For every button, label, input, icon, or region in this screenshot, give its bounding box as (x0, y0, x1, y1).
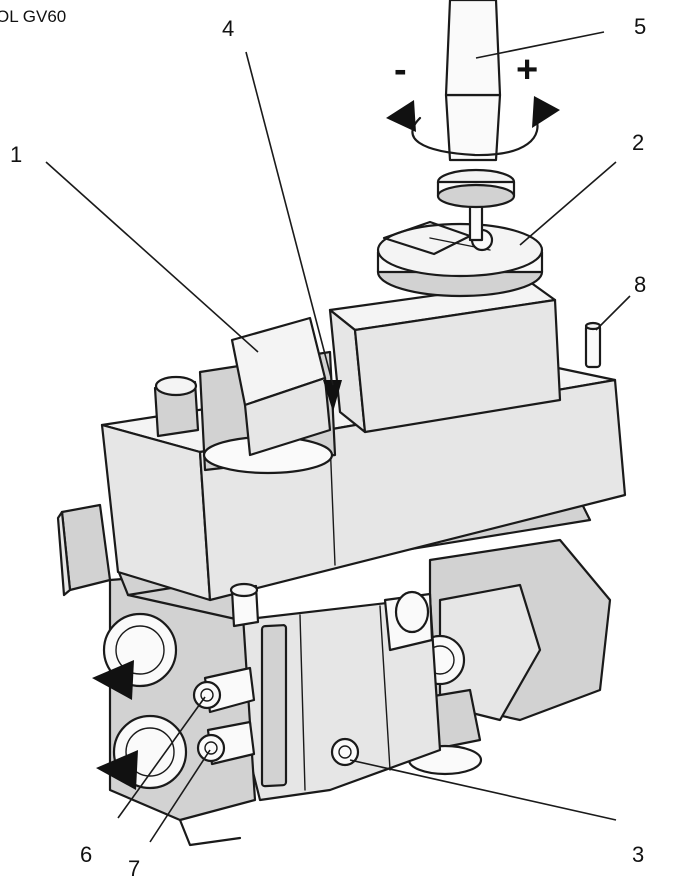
callout-3: 3 (632, 842, 644, 867)
callout-1: 1 (10, 142, 22, 167)
callout-labels: 1 2 3 4 5 6 7 8 (10, 14, 646, 879)
rotation-minus-sign: - (394, 49, 407, 91)
rotation-plus-sign: + (516, 49, 538, 91)
callout-8: 8 (634, 272, 646, 297)
callout-2: 2 (632, 130, 644, 155)
flow-arrows (92, 380, 342, 790)
callout-7: 7 (128, 856, 140, 879)
callout-6: 6 (80, 842, 92, 867)
valve-body-illustration (56, 0, 627, 847)
callout-5: 5 (634, 14, 646, 39)
rotation-arrows: - + (386, 49, 560, 157)
diagram-title: OL GV60 (0, 7, 66, 26)
leader-lines (45, 31, 631, 843)
callout-4: 4 (222, 16, 234, 41)
